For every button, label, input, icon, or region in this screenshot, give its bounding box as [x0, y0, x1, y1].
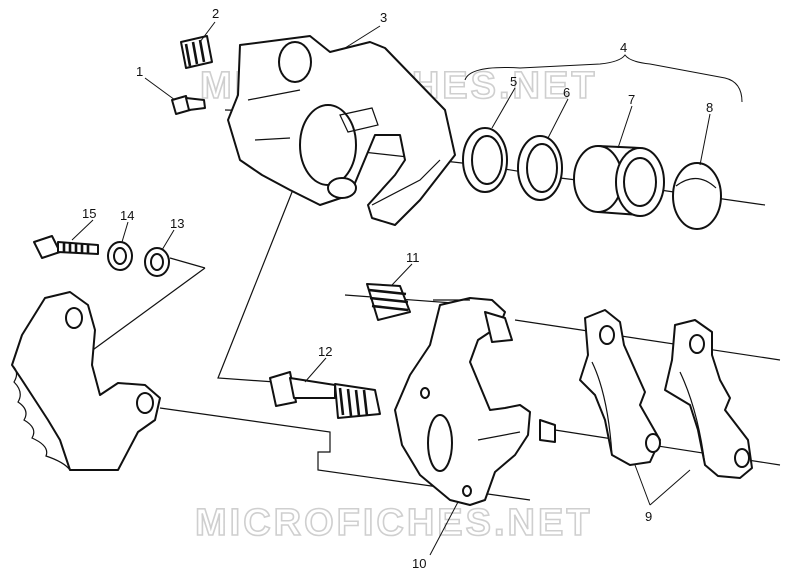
callout-12: 12 [318, 344, 332, 359]
part-12-guide-pin [269, 371, 381, 419]
part-3-caliper-body [227, 35, 456, 226]
callout-labels: 1 2 3 4 5 6 7 8 9 10 11 12 13 14 15 [82, 6, 713, 571]
part-5-seal [462, 127, 508, 193]
part-1-bleeder-screw [171, 95, 206, 115]
callout-13: 13 [170, 216, 184, 231]
callout-15: 15 [82, 206, 96, 221]
part-14-lock-washer [107, 241, 133, 271]
part-6-seal [517, 135, 563, 201]
callout-11: 11 [406, 250, 420, 265]
callout-6: 6 [563, 85, 570, 100]
part-9-brake-pad-left [579, 309, 661, 466]
callout-leaders [71, 21, 743, 556]
part-2-plug [180, 35, 213, 69]
callout-9: 9 [645, 509, 652, 524]
mounting-bracket-fork-leg [11, 291, 161, 471]
callout-10: 10 [412, 556, 426, 571]
callout-14: 14 [120, 208, 134, 223]
callout-3: 3 [380, 10, 387, 25]
part-15-bolt [33, 235, 99, 259]
callout-7: 7 [628, 92, 635, 107]
part-7-piston [573, 145, 665, 217]
watermark-bottom: MICROFICHES.NET [195, 502, 593, 544]
part-10-caliper-bracket [394, 297, 556, 506]
callout-8: 8 [706, 100, 713, 115]
part-13-washer [144, 247, 170, 277]
callout-2: 2 [212, 6, 219, 21]
part-8-dust-cap [672, 162, 722, 230]
part-11-pin-boot [366, 283, 411, 321]
callout-4: 4 [620, 40, 627, 55]
callout-5: 5 [510, 74, 517, 89]
part-9-brake-pad-right [664, 319, 753, 479]
callout-1: 1 [136, 64, 143, 79]
